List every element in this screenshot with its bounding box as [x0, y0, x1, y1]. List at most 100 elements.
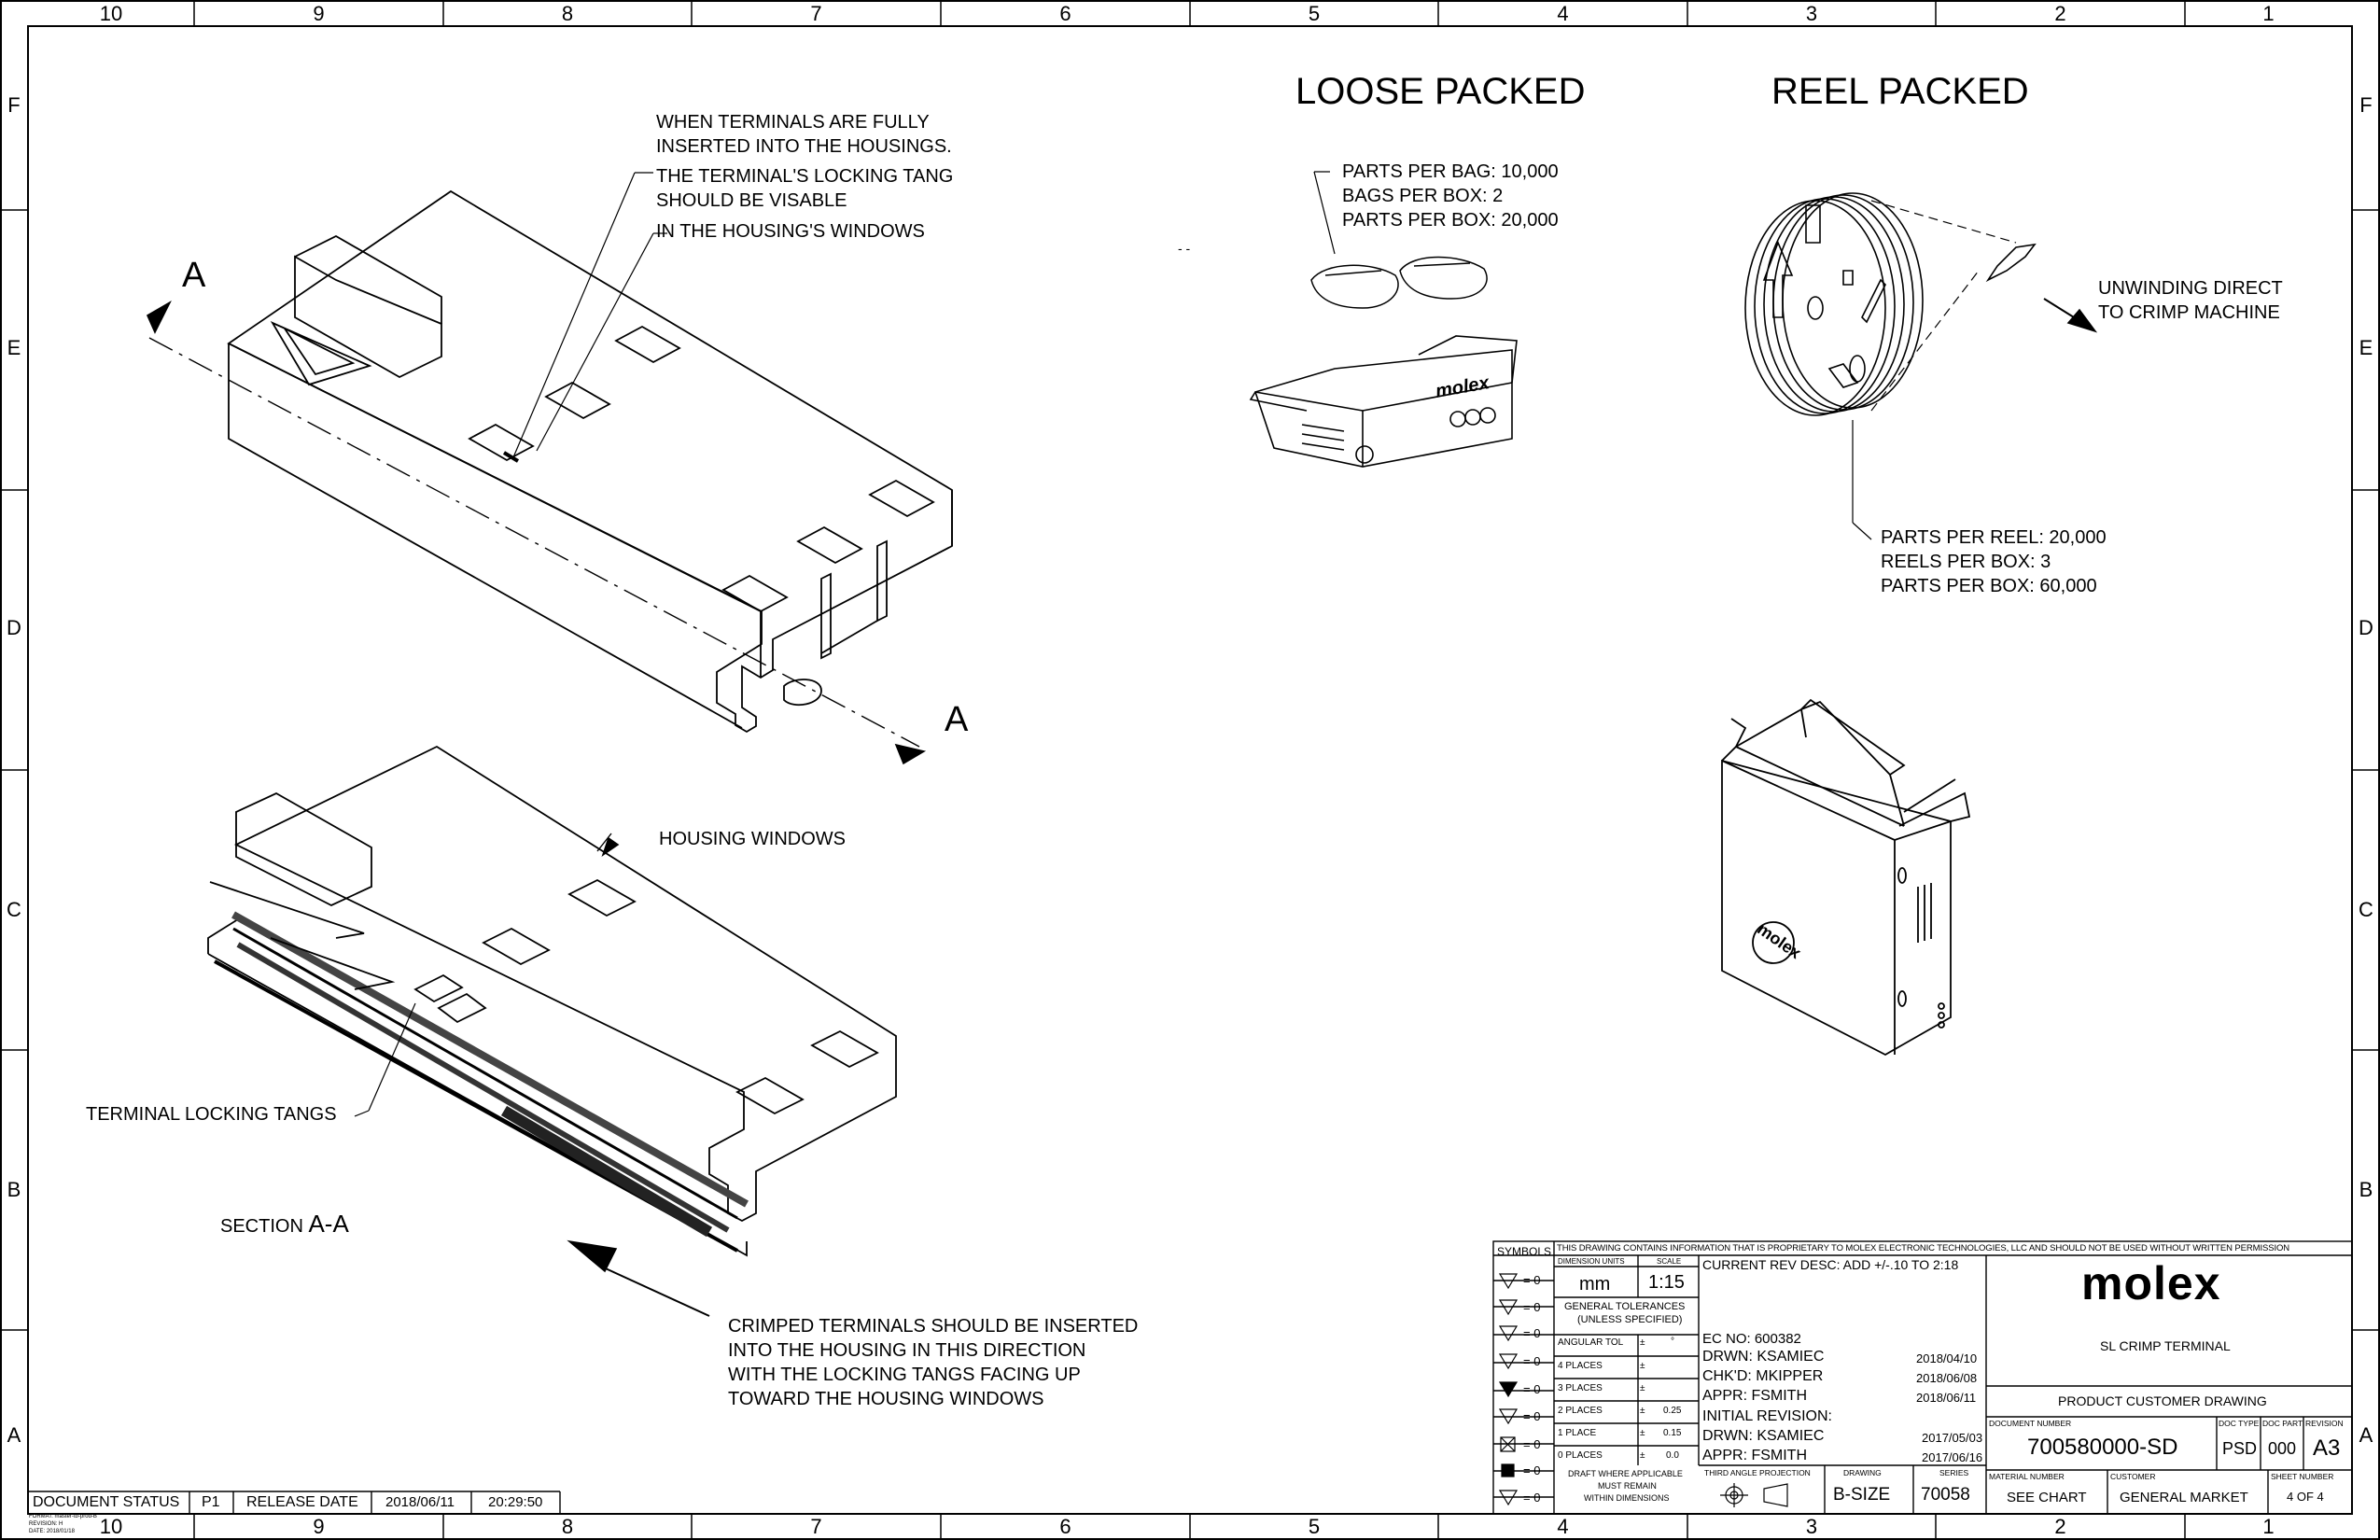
zone-col-bottom-4: 4 — [1557, 1515, 1569, 1538]
symbol-value-5: = 0 — [1523, 1382, 1541, 1396]
doc-type: PSD — [2222, 1439, 2258, 1458]
tol-row-label-3: 2 PLACES — [1558, 1406, 1603, 1416]
housing-windows-label: HOUSING WINDOWS — [659, 829, 846, 849]
section-marker-top: A — [182, 256, 206, 295]
init-appr: APPR: FSMITH — [1702, 1448, 1808, 1463]
series: 70058 — [1921, 1485, 1970, 1505]
doc-part: 000 — [2268, 1439, 2297, 1458]
tol-row-pm-1: ± — [1640, 1361, 1645, 1371]
zone-row-left-B: B — [7, 1178, 21, 1201]
tol-row-pm-4: ± — [1640, 1428, 1645, 1438]
symbol-value-8: = 0 — [1523, 1463, 1541, 1477]
dimension-units-label: DIMENSION UNITS — [1558, 1257, 1625, 1266]
product-title: SL CRIMP TERMINAL — [2100, 1338, 2231, 1353]
reel-note-3: PARTS PER BOX: 60,000 — [1881, 576, 2097, 596]
drwn: DRWN: KSAMIEC — [1702, 1349, 1825, 1365]
molex-logo: molex — [2081, 1257, 2221, 1309]
tol-row-value-5: 0.0 — [1666, 1450, 1679, 1461]
format-line-2: REVISION: H — [29, 1521, 63, 1527]
insert-note-3: WITH THE LOCKING TANGS FACING UP — [728, 1365, 1081, 1385]
chkd-date: 2018/06/08 — [1916, 1371, 1978, 1385]
zone-col-bottom-6: 6 — [1059, 1515, 1071, 1538]
symbols-header: SYMBOLS — [1497, 1245, 1552, 1258]
symbol-glyphs — [1498, 1273, 1519, 1506]
loose-note-3: PARTS PER BOX: 20,000 — [1342, 210, 1559, 231]
release-date-label: RELEASE DATE — [246, 1494, 358, 1510]
tol-row-label-1: 4 PLACES — [1558, 1361, 1603, 1371]
customer: GENERAL MARKET — [2120, 1490, 2248, 1505]
symbol-value-6: = 0 — [1523, 1409, 1541, 1423]
zone-col-top-10: 10 — [99, 2, 123, 25]
tol-row-label-5: 0 PLACES — [1558, 1450, 1603, 1461]
zone-col-top-7: 7 — [810, 2, 822, 25]
title-block-lines — [28, 1240, 2353, 1515]
zone-row-right-D: D — [2359, 616, 2373, 639]
zone-col-top-4: 4 — [1557, 2, 1569, 25]
zone-col-bottom-9: 9 — [313, 1515, 325, 1538]
drawing-type: PRODUCT CUSTOMER DRAWING — [2058, 1393, 2267, 1408]
format-line-1: FORMAT: master-tb-prod-B — [29, 1514, 97, 1519]
document-status: P1 — [202, 1494, 220, 1510]
tol-row-label-2: 3 PLACES — [1558, 1383, 1603, 1393]
dimension-units: mm — [1579, 1274, 1611, 1295]
loose-box — [1249, 335, 1518, 468]
symbol-value-9: = 0 — [1523, 1491, 1541, 1505]
zone-row-left-C: C — [7, 898, 21, 921]
appr-date: 2018/06/11 — [1916, 1391, 1977, 1405]
insert-note-2: INTO THE HOUSING IN THIS DIRECTION — [728, 1340, 1086, 1361]
zone-col-bottom-2: 2 — [2054, 1515, 2066, 1538]
angular-tol-pm: ± — [1640, 1337, 1645, 1348]
insert-note-1: CRIMPED TERMINALS SHOULD BE INSERTED — [728, 1316, 1139, 1337]
init-drwn: DRWN: KSAMIEC — [1702, 1428, 1825, 1444]
loose-note-1: PARTS PER BAG: 10,000 — [1342, 161, 1559, 182]
symbol-value-7: = 0 — [1523, 1437, 1541, 1451]
zone-col-bottom-10: 10 — [99, 1515, 123, 1538]
zone-col-bottom-8: 8 — [561, 1515, 574, 1538]
format-line-3: DATE: 2018/01/18 — [29, 1529, 75, 1534]
tang-note-5: IN THE HOUSING'S WINDOWS — [656, 221, 925, 242]
housing-section-view — [207, 745, 897, 1257]
document-status-label: DOCUMENT STATUS — [33, 1494, 180, 1510]
tol-row-pm-5: ± — [1640, 1450, 1645, 1461]
zone-col-bottom-7: 7 — [810, 1515, 822, 1538]
tol-row-value-4: 0.15 — [1663, 1428, 1682, 1438]
loose-bags — [1310, 256, 1488, 309]
scale: 1:15 — [1648, 1272, 1685, 1293]
section-label-prefix: SECTION — [220, 1216, 309, 1237]
draft-note-3: WITHIN DIMENSIONS — [1584, 1493, 1670, 1503]
stray-mark: - - — [1178, 241, 1191, 256]
sheet-label: SHEET NUMBER — [2271, 1472, 2334, 1481]
zone-col-bottom-5: 5 — [1308, 1515, 1321, 1538]
material-label: MATERIAL NUMBER — [1989, 1472, 2065, 1481]
zone-col-top-3: 3 — [1805, 2, 1818, 25]
drwn-date: 2018/04/10 — [1916, 1351, 1978, 1365]
zone-col-top-9: 9 — [313, 2, 325, 25]
zone-col-bottom-1: 1 — [2262, 1515, 2275, 1538]
draft-note-1: DRAFT WHERE APPLICABLE — [1568, 1469, 1683, 1478]
zone-row-left-E: E — [7, 336, 21, 359]
zone-row-left-D: D — [7, 616, 21, 639]
tol-row-value-3: 0.25 — [1663, 1406, 1682, 1416]
zone-row-left-F: F — [7, 93, 21, 117]
zone-col-top-8: 8 — [561, 2, 574, 25]
doc-part-label: DOC PART — [2262, 1419, 2303, 1428]
section-label: SECTION A-A — [220, 1210, 349, 1239]
ec-no: EC NO: 600382 — [1702, 1331, 1801, 1347]
zone-col-bottom-3: 3 — [1805, 1515, 1818, 1538]
unwinding-note-2: TO CRIMP MACHINE — [2098, 302, 2280, 323]
zone-col-top-6: 6 — [1059, 2, 1071, 25]
reel-box — [1721, 698, 1971, 1057]
section-label-id: A-A — [308, 1210, 349, 1238]
material: SEE CHART — [2007, 1490, 2087, 1505]
reel-packed-title: REEL PACKED — [1771, 71, 2029, 112]
projection-symbol — [1720, 1483, 1788, 1507]
zone-col-top-2: 2 — [2054, 2, 2066, 25]
unwinding-note-1: UNWINDING DIRECT — [2098, 278, 2283, 299]
section-marker-bottom: A — [945, 700, 969, 739]
chkd: CHK'D: MKIPPER — [1702, 1368, 1824, 1384]
initial-revision: INITIAL REVISION: — [1702, 1408, 1832, 1424]
loose-note-2: BAGS PER BOX: 2 — [1342, 186, 1504, 206]
zone-row-right-F: F — [2359, 93, 2373, 117]
